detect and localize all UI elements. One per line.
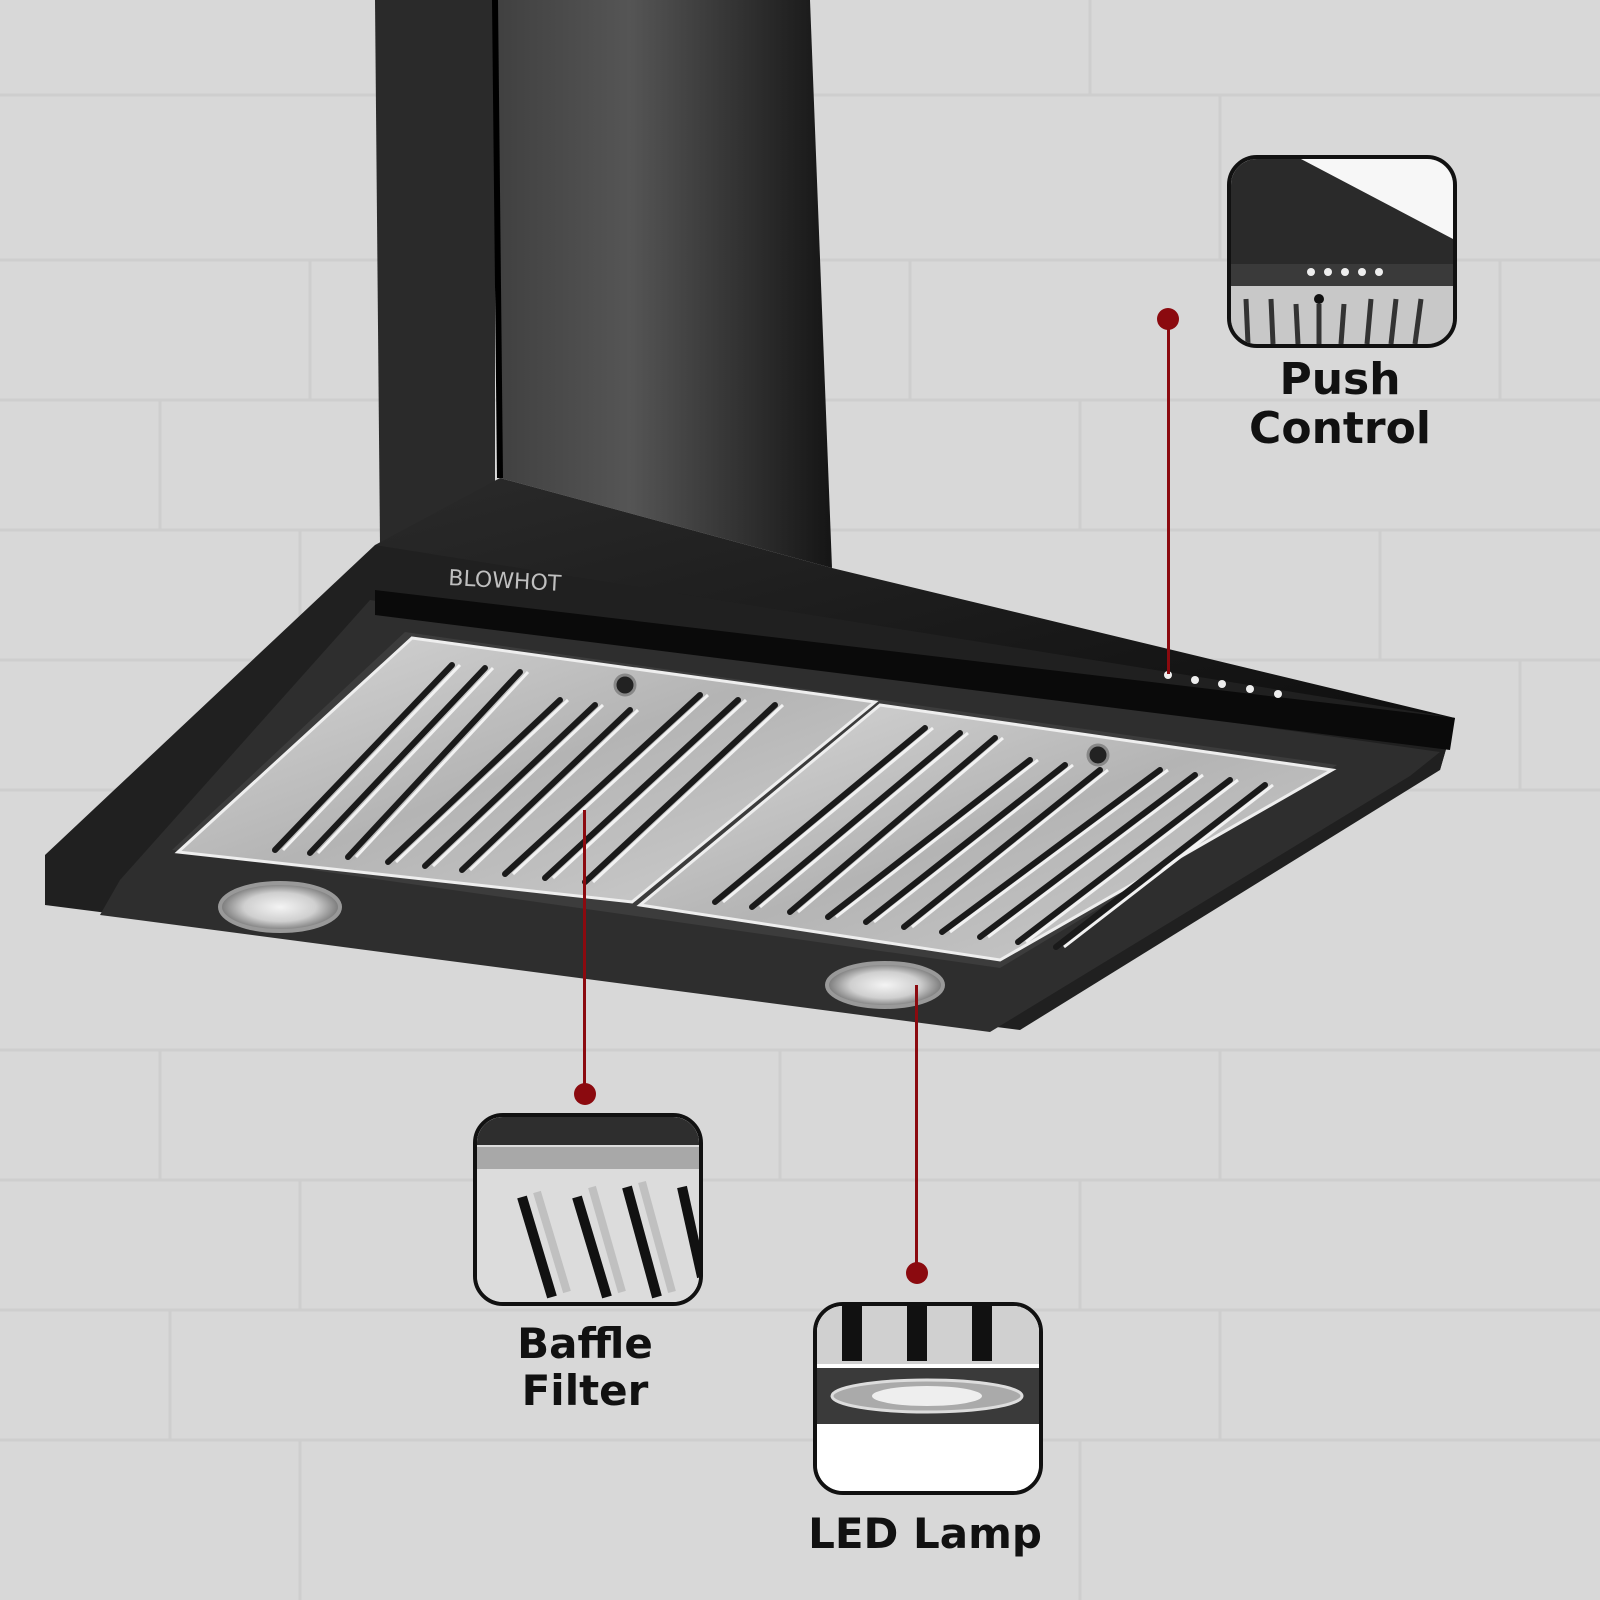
baffle-filter-label: Baffle Filter: [517, 1319, 653, 1416]
led-lamp-right: [825, 961, 945, 1009]
led-lamp-label: LED Lamp: [808, 1509, 1042, 1558]
filter-handle-left: [613, 673, 637, 697]
control-panel-strip: [375, 590, 1455, 750]
push-control-buttons: [1164, 671, 1282, 698]
filter-handle-right: [1086, 743, 1110, 767]
brand-logo: BLOWHOT: [448, 566, 563, 597]
baffle-filter-callout-dot: [574, 1083, 596, 1105]
led-lamp-thumbnail: [813, 1302, 1043, 1495]
led-lamp-callout-line: [915, 985, 918, 1275]
chimney-duct-side: [375, 0, 495, 545]
led-lamp-callout-dot: [906, 1262, 928, 1284]
baffle-filter-callout-line: [583, 810, 586, 1090]
push-control-callout-dot: [1157, 308, 1179, 330]
push-control-callout-line: [1167, 318, 1170, 674]
push-control-label: Push Control: [1249, 354, 1431, 455]
push-control-thumbnail: [1227, 155, 1457, 348]
baffle-filter-thumbnail: [473, 1113, 703, 1306]
led-lamp-left: [218, 881, 342, 933]
chimney-duct-front: [495, 0, 832, 568]
